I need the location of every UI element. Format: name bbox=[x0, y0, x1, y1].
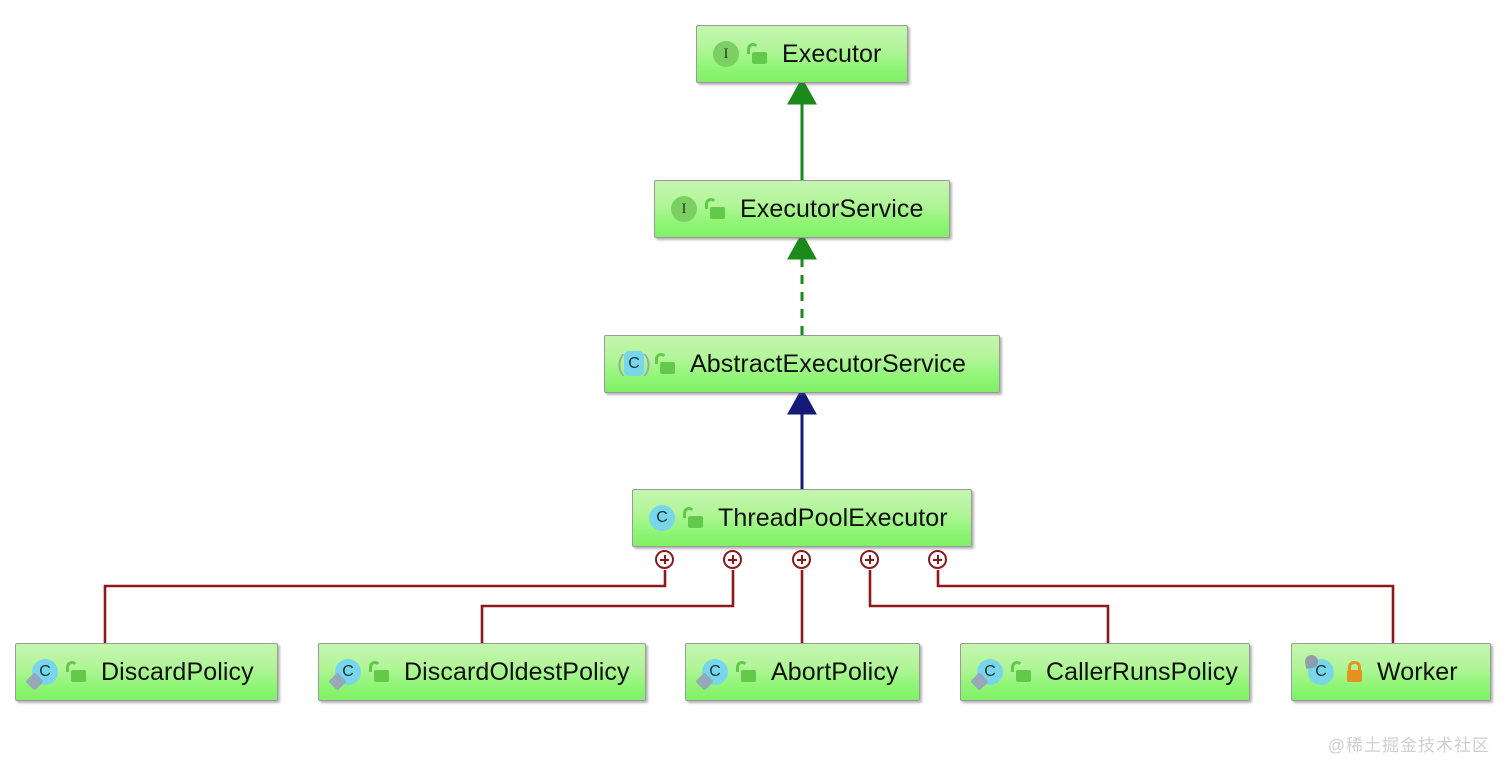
inner-class-icon: C bbox=[328, 655, 365, 691]
containment-plus-icon-worker bbox=[928, 550, 947, 569]
node-label-discard-oldest-policy: DiscardOldestPolicy bbox=[404, 657, 630, 686]
node-executor-service[interactable]: I ExecutorService bbox=[654, 180, 950, 238]
node-label-discard-policy: DiscardPolicy bbox=[101, 657, 254, 686]
edge-threadpoolexecutor-to-discardoldestpolicy bbox=[480, 570, 735, 643]
containment-plus-icon-discardpolicy bbox=[655, 550, 674, 569]
inner-class-icon: C bbox=[970, 655, 1007, 691]
lock-open-icon bbox=[705, 197, 728, 221]
final-class-icon: C bbox=[1303, 653, 1338, 689]
node-abort-policy[interactable]: C AbortPolicy bbox=[685, 643, 920, 701]
containment-plus-icon-abortpolicy bbox=[792, 550, 811, 569]
inner-class-icon: C bbox=[25, 655, 62, 691]
node-label-abstract-executor-service: AbstractExecutorService bbox=[690, 349, 967, 378]
node-icons-worker: C bbox=[1303, 653, 1365, 689]
lock-open-icon bbox=[655, 352, 678, 376]
node-label-executor-service: ExecutorService bbox=[740, 194, 924, 223]
node-icons-discard-oldest-policy: C bbox=[328, 655, 392, 691]
containment-plus-icon-discardoldestpolicy bbox=[723, 550, 742, 569]
edge-threadpoolexecutor-to-worker bbox=[936, 570, 1395, 643]
node-discard-policy[interactable]: C DiscardPolicy bbox=[15, 643, 278, 701]
lock-open-icon bbox=[683, 506, 706, 530]
lock-open-icon bbox=[66, 660, 89, 684]
lock-open-icon bbox=[1011, 660, 1034, 684]
node-thread-pool-executor[interactable]: C ThreadPoolExecutor bbox=[632, 489, 972, 547]
node-icons-executor: I bbox=[709, 37, 770, 71]
node-executor[interactable]: I Executor bbox=[696, 25, 908, 83]
node-label-worker: Worker bbox=[1377, 657, 1458, 686]
inner-class-icon: C bbox=[695, 655, 732, 691]
interface-icon: I bbox=[709, 37, 743, 71]
node-icons-abort-policy: C bbox=[695, 655, 759, 691]
node-icons-caller-runs-policy: C bbox=[970, 655, 1034, 691]
lock-open-icon bbox=[747, 42, 770, 66]
node-label-thread-pool-executor: ThreadPoolExecutor bbox=[718, 503, 948, 532]
node-label-caller-runs-policy: CallerRunsPolicy bbox=[1046, 657, 1238, 686]
node-icons-executor-service: I bbox=[667, 192, 728, 226]
watermark: @稀土掘金技术社区 bbox=[1327, 736, 1490, 755]
node-worker[interactable]: C Worker bbox=[1291, 643, 1491, 701]
node-icons-thread-pool-executor: C bbox=[645, 501, 706, 535]
lock-open-icon bbox=[369, 660, 392, 684]
class-icon: C bbox=[645, 501, 679, 535]
containment-plus-icon-callerrunspolicy bbox=[860, 550, 879, 569]
lock-closed-icon bbox=[1343, 660, 1365, 684]
edge-threadpoolexecutor-to-discardpolicy bbox=[103, 570, 667, 643]
node-label-abort-policy: AbortPolicy bbox=[771, 657, 899, 686]
node-caller-runs-policy[interactable]: C CallerRunsPolicy bbox=[960, 643, 1250, 701]
edge-threadpoolexecutor-to-callerrunspolicy bbox=[868, 570, 1110, 643]
lock-open-icon bbox=[736, 660, 759, 684]
abstract-class-icon: ( C ) bbox=[617, 350, 651, 376]
node-discard-oldest-policy[interactable]: C DiscardOldestPolicy bbox=[318, 643, 646, 701]
node-icons-discard-policy: C bbox=[25, 655, 89, 691]
interface-icon: I bbox=[667, 192, 701, 226]
node-icons-abstract-executor-service: ( C ) bbox=[617, 347, 678, 381]
node-label-executor: Executor bbox=[782, 39, 882, 68]
node-abstract-executor-service[interactable]: ( C ) AbstractExecutorService bbox=[604, 335, 1000, 393]
